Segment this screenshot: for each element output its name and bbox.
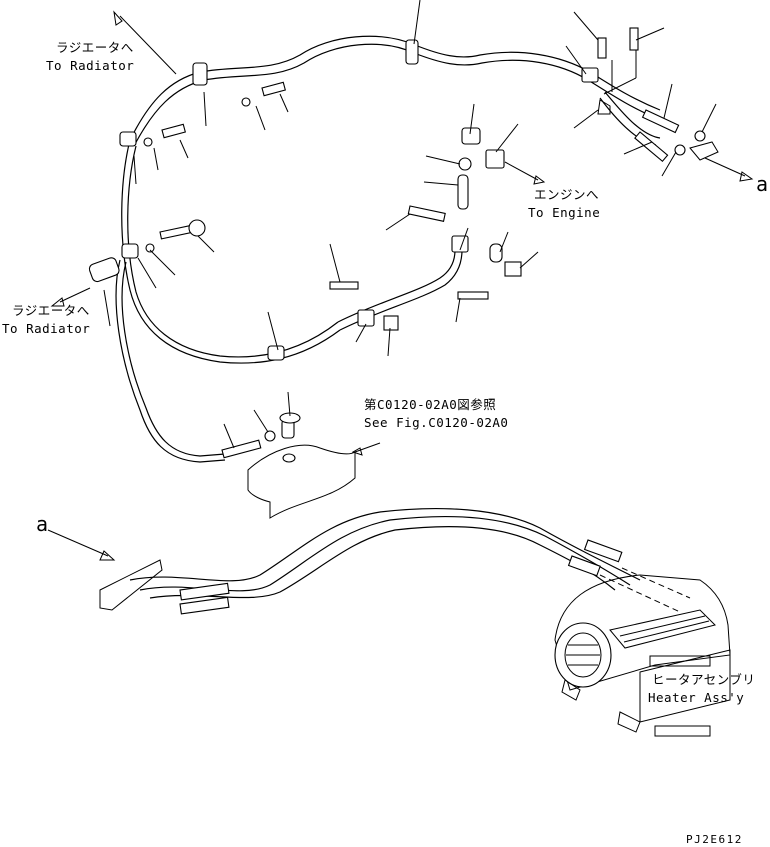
- heater-label-jp: ヒータアセンブリ: [652, 672, 756, 687]
- drawing-code: PJ2E612: [686, 833, 743, 846]
- radiator-top-label-jp: ラジエータへ: [56, 40, 134, 55]
- hose-clamps: [119, 39, 599, 361]
- radiator-left-label-jp: ラジエータへ: [12, 303, 90, 318]
- short-hoses-right: [597, 50, 754, 182]
- fasteners: [143, 27, 639, 331]
- connector-a-right: a: [756, 172, 769, 196]
- heater-label-en: Heater Ass'y: [648, 690, 745, 705]
- see-fig-label-en: See Fig.C0120-02A0: [364, 415, 509, 430]
- engine-label-en: To Engine: [528, 205, 601, 220]
- engine-fittings: [457, 127, 546, 210]
- valve-plate: [221, 412, 381, 519]
- radiator-top-label-en: To Radiator: [46, 58, 135, 73]
- radiator-left-label-en: To Radiator: [2, 321, 91, 336]
- engine-label-jp: エンジンへ: [534, 187, 600, 202]
- lower-hose-assembly: [47, 507, 641, 615]
- connector-a-left: a: [36, 512, 49, 536]
- heater-assembly: [554, 567, 731, 737]
- leader-lines: [103, 0, 717, 449]
- radiator-left-connection: [50, 10, 177, 307]
- see-fig-label-jp: 第C0120-02A0図参照: [364, 397, 497, 412]
